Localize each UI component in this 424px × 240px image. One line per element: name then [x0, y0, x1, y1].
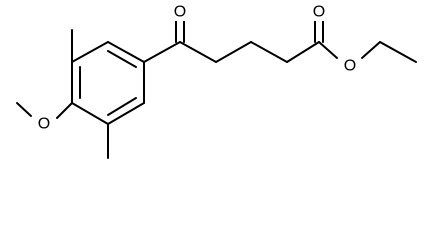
- ethyl-bond: [379, 41, 417, 63]
- ketone-oxygen-label: O: [174, 4, 186, 21]
- chain-bond: [286, 41, 320, 63]
- ester-single-bond: [318, 41, 338, 59]
- ethyl-oxygen-bond: [361, 41, 381, 59]
- chain-bond: [250, 41, 288, 63]
- ester-carbonyl-oxygen-label: O: [313, 4, 325, 21]
- ring-bond: [71, 102, 109, 125]
- chain-bond: [215, 41, 252, 63]
- methoxy-oxygen-label: O: [38, 116, 50, 133]
- chemical-structure: O O O O: [16, 3, 417, 159]
- methoxy-methyl-bond: [16, 102, 32, 117]
- ring-bond: [107, 102, 145, 125]
- ester-ether-oxygen-label: O: [344, 58, 356, 75]
- atom-labels: O O O O: [36, 3, 358, 133]
- ring-bond: [71, 41, 109, 63]
- substituent-bonds: [16, 29, 109, 159]
- methoxy-ring-bond: [56, 102, 73, 119]
- aryl-ketone-bond: [143, 41, 181, 63]
- ring-inner-double-bond: [107, 97, 137, 116]
- benzene-ring: [71, 41, 145, 125]
- ring-inner-double-bond: [107, 50, 137, 68]
- ring-bond: [107, 41, 145, 63]
- chain-bond: [179, 41, 217, 63]
- keto-ester-chain: [143, 19, 417, 63]
